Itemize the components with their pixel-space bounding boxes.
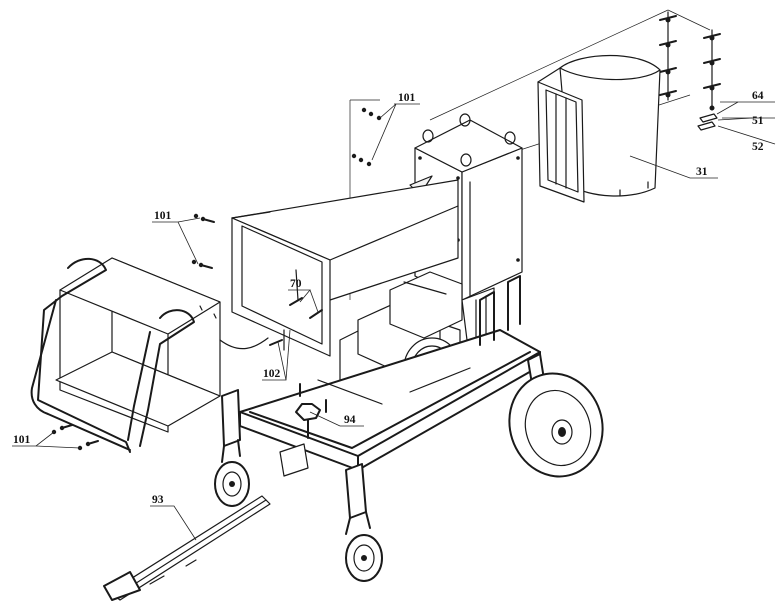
callout-64: 64 [752,90,764,102]
front-caster-right [345,463,383,582]
large-wheel [508,353,604,478]
bolt-set-left [191,213,215,269]
bolt-set-70 [289,269,323,319]
bolt-set-top-right [659,11,721,131]
bolt-set-102 [269,329,285,351]
callout-31: 31 [696,166,708,178]
callout-101-top: 101 [398,92,416,104]
hitch-bracket [279,443,309,477]
discharge-chute [537,55,661,203]
callout-labels: 64 51 52 31 101 101 70 102 94 101 93 [13,90,764,506]
infeed-tray [30,257,269,453]
locking-knob [295,403,321,439]
callout-52: 52 [752,141,764,153]
tow-bar [103,495,271,601]
callout-94: 94 [344,414,356,426]
front-caster-left [214,389,250,507]
bolt-set-top-center [351,107,382,167]
callout-101-bottom: 101 [13,434,31,446]
callout-51: 51 [752,115,764,127]
callout-70: 70 [290,278,302,290]
callout-101-left: 101 [154,210,172,222]
feed-hopper [231,179,459,357]
callout-leaders [12,101,776,541]
callout-93: 93 [152,494,164,506]
callout-102: 102 [263,368,281,380]
bolt-set-bottom-left [51,424,99,451]
